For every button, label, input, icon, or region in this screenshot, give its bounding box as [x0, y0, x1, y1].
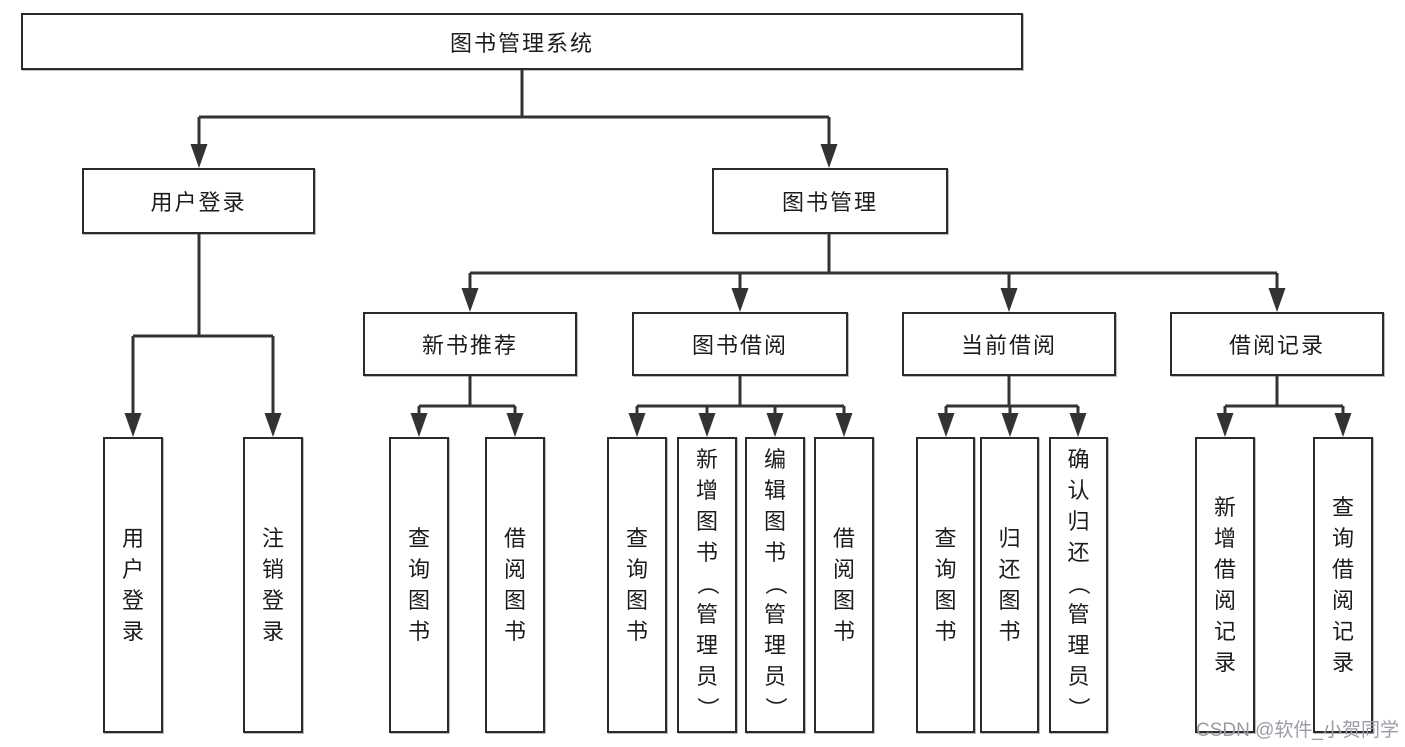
leaf-query-borrow-record-label: 查询借阅记录 — [1331, 494, 1354, 675]
node-borrow-records-label: 借阅记录 — [1228, 333, 1325, 358]
connector-newbook-to-leaves — [410, 376, 524, 437]
csdn-watermark: CSDN @软件_小贺同学 — [1196, 720, 1399, 741]
leaf-borrow-books-recommend: 借阅图书 — [485, 437, 545, 733]
leaf-add-book-admin: 新增图书（管理员） — [677, 437, 737, 733]
leaf-user-login-label: 用户登录 — [121, 525, 144, 644]
leaf-query-books-current: 查询图书 — [916, 437, 975, 733]
leaf-borrow-books-label: 借阅图书 — [832, 525, 855, 644]
node-user-login: 用户登录 — [82, 168, 315, 234]
leaf-edit-book-admin: 编辑图书（管理员） — [745, 437, 805, 733]
leaf-query-books-borrow: 查询图书 — [607, 437, 667, 733]
node-book-management: 图书管理 — [712, 168, 948, 234]
connector-userlogin-to-leaves — [124, 234, 282, 437]
leaf-confirm-return-admin: 确认归还（管理员） — [1049, 437, 1108, 733]
leaf-edit-book-admin-label: 编辑图书（管理员） — [762, 447, 788, 720]
leaf-borrow-books-recommend-label: 借阅图书 — [503, 525, 526, 644]
connector-records-to-leaves — [1216, 376, 1352, 437]
leaf-confirm-return-admin-label: 确认归还（管理员） — [1066, 447, 1092, 720]
node-book-borrow-label: 图书借阅 — [691, 333, 788, 358]
connector-root-to-level2 — [190, 70, 838, 168]
leaf-query-borrow-record: 查询借阅记录 — [1313, 437, 1373, 733]
node-new-book-recommend: 新书推荐 — [363, 312, 577, 376]
leaf-logout: 注销登录 — [243, 437, 303, 733]
connector-bookmgmt-to-level3 — [461, 234, 1286, 312]
node-current-borrow: 当前借阅 — [902, 312, 1116, 376]
leaf-add-borrow-record-label: 新增借阅记录 — [1213, 494, 1236, 675]
leaf-add-book-admin-label: 新增图书（管理员） — [694, 447, 720, 720]
connector-current-to-leaves — [937, 376, 1087, 437]
leaf-logout-label: 注销登录 — [261, 525, 284, 644]
node-book-management-label: 图书管理 — [781, 190, 878, 215]
connector-borrow-to-leaves — [628, 376, 853, 437]
leaf-return-books-label: 归还图书 — [998, 525, 1021, 644]
node-borrow-records: 借阅记录 — [1170, 312, 1384, 376]
leaf-user-login: 用户登录 — [103, 437, 163, 733]
leaf-return-books: 归还图书 — [980, 437, 1039, 733]
node-new-book-recommend-label: 新书推荐 — [421, 333, 518, 358]
leaf-query-books-recommend-label: 查询图书 — [407, 525, 430, 644]
leaf-query-books-recommend: 查询图书 — [389, 437, 449, 733]
node-root-label: 图书管理系统 — [449, 30, 594, 56]
node-root: 图书管理系统 — [21, 13, 1023, 70]
leaf-query-books-borrow-label: 查询图书 — [625, 525, 648, 644]
leaf-query-books-current-label: 查询图书 — [934, 525, 957, 644]
leaf-add-borrow-record: 新增借阅记录 — [1195, 437, 1255, 733]
node-current-borrow-label: 当前借阅 — [960, 333, 1057, 358]
node-user-login-label: 用户登录 — [150, 190, 247, 215]
node-book-borrow: 图书借阅 — [632, 312, 848, 376]
leaf-borrow-books: 借阅图书 — [814, 437, 874, 733]
